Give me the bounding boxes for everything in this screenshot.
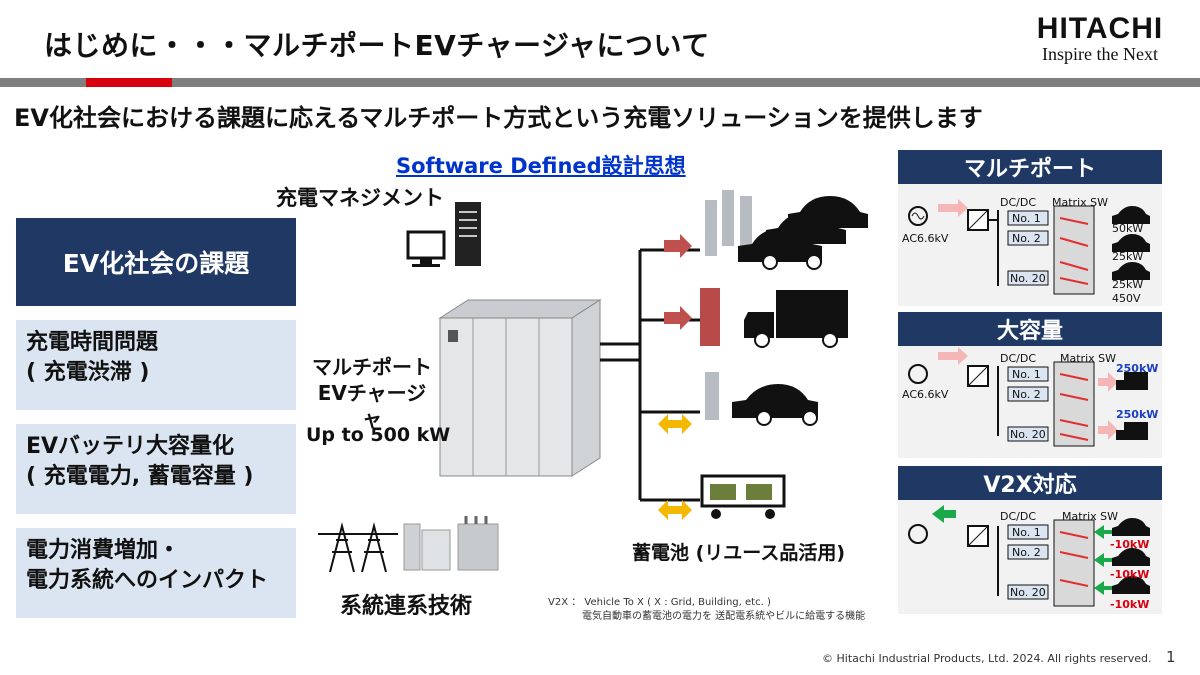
transmission-tower-icon <box>318 522 398 573</box>
header-accent-bar <box>86 78 172 87</box>
panel2-mod2: No. 2 <box>1012 388 1041 401</box>
panel-title-v2x: V2X対応 <box>898 466 1162 500</box>
issue-item-3: 電力消費増加・ 電力系統へのインパクト <box>16 528 296 618</box>
panel1-ac: AC6.6kV <box>902 232 949 245</box>
panel1-out3: 25kW <box>1112 278 1144 291</box>
charger-label-line2: EVチャージャ <box>317 381 427 431</box>
issue-item-2: EVバッテリ大容量化 ( 充電電力, 蓄電容量 ) <box>16 424 296 514</box>
charger-post-icon <box>700 190 752 420</box>
v2x-note-line2: 電気自動車の蓄電池の電力を 送配電系統やビルに給電する機能 <box>582 611 866 622</box>
grid-label: 系統連系技術 <box>340 594 473 619</box>
page-number: 1 <box>1166 648 1176 666</box>
panel1-mod20: No. 20 <box>1010 272 1046 285</box>
v2x-note: V2X ： Vehicle To X ( X : Grid, Building,… <box>548 596 865 624</box>
bidirectional-arrow-icon <box>658 414 692 434</box>
truck-icon <box>1116 372 1148 440</box>
issue-3-line2: 電力系統へのインパクト <box>26 568 269 593</box>
panel1-out1: 50kW <box>1112 222 1144 235</box>
charge-arrow-icon <box>664 306 692 330</box>
battery-icon <box>700 474 786 519</box>
panel2-out2: 250kW <box>1116 408 1159 421</box>
issue-3-line1: 電力消費増加・ <box>26 538 181 563</box>
panel3-out3: -10kW <box>1110 598 1150 611</box>
panel1-dcdc: DC/DC <box>1000 196 1037 209</box>
ac-source-icon <box>908 206 928 226</box>
slide-subtitle: EV化社会における課題に応えるマルチポート方式という充電ソリューションを提供しま… <box>14 104 983 132</box>
logo-tagline: Inspire the Next <box>1042 44 1158 64</box>
panel2-out1: 250kW <box>1116 362 1159 375</box>
bidirectional-arrow-icon <box>658 500 692 520</box>
issue-1-line2: ( 充電渋滞 ) <box>26 360 150 385</box>
hitachi-logo: HITACHI Inspire the Next <box>1020 12 1180 65</box>
issue-2-line2: ( 充電電力, 蓄電容量 ) <box>26 464 254 489</box>
panel1-mod2: No. 2 <box>1012 232 1041 245</box>
panel3-out2: -10kW <box>1110 568 1150 581</box>
logo-brand: HITACHI <box>1036 12 1164 45</box>
issue-2-line1: EVバッテリ大容量化 <box>26 434 235 459</box>
panel1-out2: 25kW <box>1112 250 1144 263</box>
panel3-out1: -10kW <box>1110 538 1150 551</box>
panel1-voltage: 450V <box>1112 292 1141 305</box>
panel2-mod20: No. 20 <box>1010 428 1046 441</box>
panel2-mod1: No. 1 <box>1012 368 1041 381</box>
v2x-note-line1: V2X ： Vehicle To X ( X : Grid, Building,… <box>548 597 771 608</box>
battery-label: 蓄電池 (リユース品活用) <box>632 542 846 564</box>
car-icon <box>1112 206 1150 280</box>
panel3-dcdc: DC/DC <box>1000 510 1037 523</box>
copyright: © Hitachi Industrial Products, Ltd. 2024… <box>822 652 1152 665</box>
panel3-sw: Matrix SW <box>1062 510 1118 523</box>
panel1-sw: Matrix SW <box>1052 196 1108 209</box>
panel3-mod1: No. 1 <box>1012 526 1041 539</box>
issues-header: EV化社会の課題 <box>16 218 296 306</box>
header-divider <box>0 78 1200 87</box>
panel-title-capacity: 大容量 <box>898 312 1162 346</box>
truck-icon <box>744 290 848 348</box>
mgmt-label: 充電マネジメント <box>276 186 444 210</box>
panel2-sw: Matrix SW <box>1060 352 1116 365</box>
capacity-label: Up to 500 kW <box>306 424 451 446</box>
issue-item-1: 充電時間問題 ( 充電渋滞 ) <box>16 320 296 410</box>
issue-1-line1: 充電時間問題 <box>26 330 159 355</box>
substation-icon <box>403 516 499 571</box>
charger-label-line1: マルチポート <box>312 355 432 379</box>
panel-title-multiport: マルチポート <box>898 150 1162 184</box>
panel3-mod20: No. 20 <box>1010 586 1046 599</box>
charge-arrow-icon <box>664 234 692 258</box>
server-icon <box>455 202 481 266</box>
panel2-dcdc: DC/DC <box>1000 352 1037 365</box>
charger-label: マルチポート EVチャージャ <box>312 354 432 432</box>
monitor-icon <box>406 230 446 267</box>
panel1-mod1: No. 1 <box>1012 212 1041 225</box>
charger-cabinet-icon <box>438 299 602 477</box>
panel3-mod2: No. 2 <box>1012 546 1041 559</box>
page-title: はじめに・・・マルチポートEVチャージャについて <box>44 29 710 62</box>
panel2-ac: AC6.6kV <box>902 388 949 401</box>
car-icon <box>1112 518 1150 594</box>
car-icon <box>732 196 868 418</box>
software-defined-label: Software Defined設計思想 <box>396 154 686 178</box>
